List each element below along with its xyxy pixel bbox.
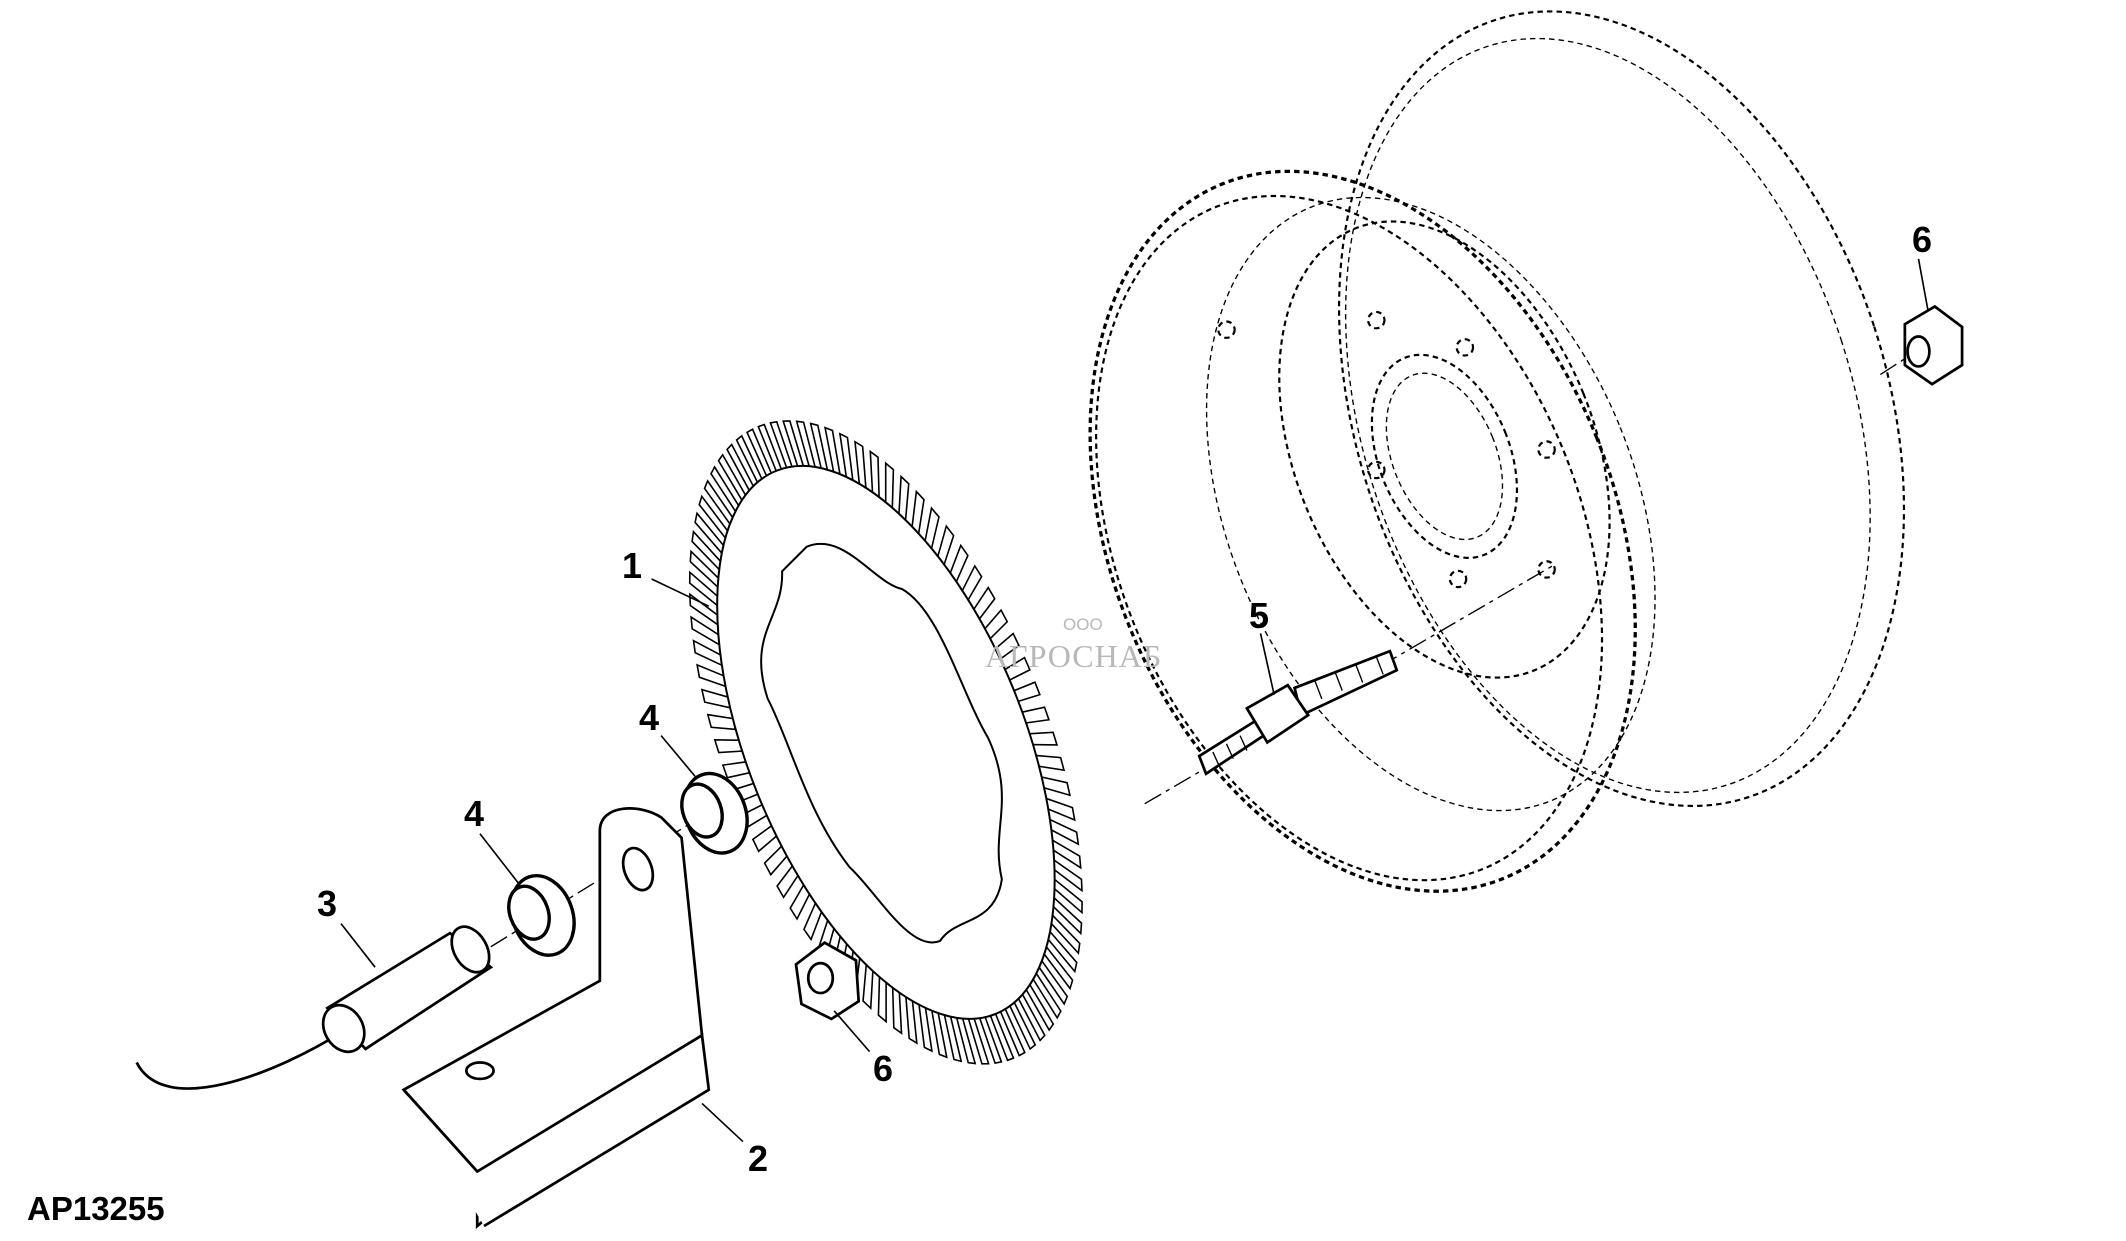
gear-tooth bbox=[772, 863, 807, 898]
gear-tooth bbox=[750, 824, 782, 852]
gear-tooth bbox=[1011, 682, 1040, 704]
gear-tooth bbox=[1031, 746, 1065, 780]
gear-tooth bbox=[687, 545, 725, 598]
gear-tooth bbox=[898, 490, 936, 540]
gear-tooth bbox=[935, 1007, 969, 1064]
stud bbox=[1197, 649, 1399, 776]
gear-tooth bbox=[747, 429, 774, 483]
gear-tooth bbox=[709, 464, 743, 521]
gear-tooth bbox=[829, 432, 865, 488]
gear-tooth bbox=[761, 843, 794, 875]
gear-tooth bbox=[966, 587, 1001, 622]
gear-tooth bbox=[953, 565, 989, 604]
wheel-nut-rear bbox=[1903, 304, 1964, 386]
gear-tooth bbox=[1042, 922, 1079, 977]
gear-tooth bbox=[1047, 887, 1085, 940]
tone-wheel bbox=[609, 366, 1162, 1118]
gear-tooth bbox=[686, 587, 724, 636]
gear-tooth bbox=[878, 980, 916, 1035]
gear-tooth bbox=[722, 756, 753, 782]
gear-tooth bbox=[975, 1010, 1003, 1064]
gear-tooth bbox=[686, 565, 724, 616]
gear-tooth bbox=[691, 632, 728, 675]
gear-tooth bbox=[907, 997, 943, 1053]
gear-tooth bbox=[695, 656, 731, 696]
wheel-nut-front bbox=[794, 941, 861, 1021]
gear-tooth bbox=[990, 633, 1022, 661]
gear-tooth bbox=[803, 421, 837, 478]
gear-tooth bbox=[1046, 830, 1084, 876]
gear-tooth bbox=[1025, 724, 1058, 754]
gear-tooth bbox=[702, 477, 738, 534]
gear-tooth bbox=[926, 525, 964, 570]
gear-tooth bbox=[863, 970, 901, 1023]
gear-tooth bbox=[1044, 809, 1081, 852]
gear-tooth bbox=[856, 450, 894, 505]
gear-tooth bbox=[940, 544, 977, 586]
gear-teeth bbox=[609, 366, 1162, 1118]
gear-tooth bbox=[700, 681, 735, 718]
figure-id: AP13255 bbox=[27, 1190, 165, 1227]
gear-tooth bbox=[1028, 964, 1062, 1021]
gear-tooth bbox=[870, 461, 908, 514]
gear-tooth bbox=[726, 443, 757, 499]
callout-1: 1 bbox=[622, 545, 643, 586]
gear-tooth bbox=[962, 1010, 992, 1066]
gear-tooth bbox=[1038, 937, 1075, 993]
gear-tooth bbox=[688, 609, 726, 655]
callout-6-rear: 6 bbox=[1912, 219, 1933, 260]
gear-tooth bbox=[1015, 986, 1046, 1042]
callout-4-right: 4 bbox=[639, 697, 660, 738]
nut-right bbox=[680, 771, 749, 855]
gear-tooth bbox=[892, 989, 929, 1045]
gear-tooth bbox=[921, 1003, 956, 1060]
gear-tooth bbox=[769, 421, 797, 475]
gear-tooth bbox=[998, 1002, 1025, 1056]
gear-tooth bbox=[978, 610, 1011, 642]
gear-tooth bbox=[1047, 869, 1085, 920]
gear-tooth bbox=[1041, 788, 1077, 828]
gear-tooth bbox=[987, 1007, 1013, 1060]
gear-tooth bbox=[1006, 995, 1035, 1050]
gear-tooth bbox=[1047, 850, 1085, 899]
bracket bbox=[401, 807, 711, 1229]
callout-5: 5 bbox=[1249, 595, 1270, 636]
gear-inner-cutout bbox=[720, 510, 1052, 966]
gear-tooth bbox=[795, 899, 832, 941]
gear-tooth bbox=[1019, 703, 1050, 729]
gear-tooth bbox=[736, 435, 765, 490]
gear-tooth bbox=[783, 881, 819, 920]
watermark-prefix: ООО bbox=[1063, 615, 1103, 634]
gear-tooth bbox=[1022, 976, 1055, 1033]
callout-3: 3 bbox=[317, 883, 338, 924]
gear-tooth bbox=[689, 526, 727, 580]
gear-tooth bbox=[884, 475, 922, 527]
gear-tooth bbox=[791, 419, 823, 475]
gear-tooth bbox=[1001, 657, 1031, 681]
gear-tooth bbox=[843, 440, 880, 496]
gear-tooth bbox=[779, 419, 809, 475]
gear-tooth bbox=[697, 492, 734, 548]
watermark-logo: АГРОСНАБ bbox=[985, 638, 1163, 674]
leader-lines bbox=[340, 258, 1929, 1143]
gear-tooth bbox=[1034, 951, 1070, 1008]
gear-tooth bbox=[1045, 905, 1083, 959]
callout-4-left: 4 bbox=[464, 793, 485, 834]
gear-tooth bbox=[816, 425, 851, 482]
wheel-rim bbox=[1088, 10, 1906, 893]
gear-tooth bbox=[1036, 767, 1071, 804]
callout-6-front: 6 bbox=[873, 1048, 894, 1089]
gear-tooth bbox=[758, 424, 784, 477]
gear-tooth bbox=[949, 1010, 981, 1066]
gear-tooth bbox=[706, 705, 740, 739]
gear-tooth bbox=[692, 508, 729, 563]
callout-2: 2 bbox=[748, 1138, 769, 1179]
nut-left bbox=[507, 873, 576, 957]
gear-tooth bbox=[849, 958, 887, 1010]
gear-tooth bbox=[717, 452, 750, 509]
gear-tooth bbox=[714, 730, 747, 760]
gear-tooth bbox=[912, 507, 950, 554]
speed-sensor bbox=[135, 925, 494, 1090]
